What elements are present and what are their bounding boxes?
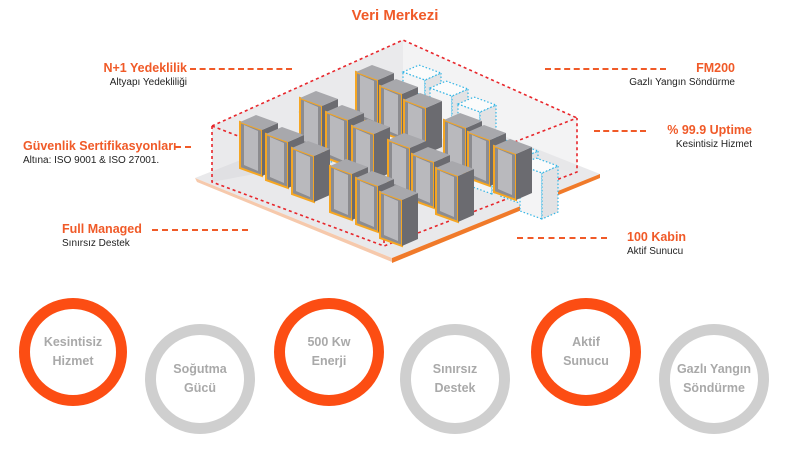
circle-energy: 500 Kw Enerji <box>274 298 384 406</box>
feature-subtext: Kesintisiz Hizmet <box>675 139 752 150</box>
floor-edge-left <box>195 178 392 262</box>
circle-fire-suppression: Gazlı Yangın Söndürme <box>659 324 769 434</box>
circle-unlimited-support: Sınırsız Destek <box>400 324 510 434</box>
feature-redundancy: N+1 Yedeklilik Altyapı Yedekliliği <box>103 61 187 89</box>
circle-label-line1: Sınırsız <box>432 362 478 376</box>
circle-label-line1: Kesintisiz <box>43 335 103 349</box>
feature-subtext: Altyapı Yedekliliği <box>109 77 187 88</box>
circle-label-line2: Destek <box>434 381 476 395</box>
feature-heading: Güvenlik Sertifikasyonları <box>23 139 177 153</box>
feature-fire-suppression: FM200 Gazlı Yangın Söndürme <box>629 61 735 89</box>
circle-label-line1: Aktif <box>572 335 600 349</box>
circle-active-server: Aktif Sunucu <box>531 298 641 406</box>
data-center-illustration <box>195 39 600 263</box>
feature-subtext: Altına: ISO 9001 & ISO 27001. <box>23 155 160 166</box>
feature-heading: N+1 Yedeklilik <box>103 61 187 75</box>
connector-line <box>594 130 646 132</box>
server-rack <box>403 93 442 156</box>
circle-cooling-power: Soğutma Gücü <box>145 324 255 434</box>
feature-subtext: Aktif Sunucu <box>627 246 684 257</box>
page-title: Veri Merkezi <box>351 7 439 24</box>
circle-label-line2: Sunucu <box>563 354 609 368</box>
server-rack <box>493 139 532 202</box>
circle-label-line1: 500 Kw <box>307 335 351 349</box>
feature-subtext: Gazlı Yangın Söndürme <box>629 77 735 88</box>
server-rack <box>379 185 418 248</box>
server-rack <box>351 119 390 182</box>
circle-label-line2: Hizmet <box>52 354 94 368</box>
feature-heading: % 99.9 Uptime <box>667 123 752 137</box>
circle-label-line2: Enerji <box>311 354 347 368</box>
feature-certifications: Güvenlik Sertifikasyonları Altına: ISO 9… <box>23 139 177 167</box>
circle-label-line1: Gazlı Yangın <box>676 362 752 376</box>
feature-managed: Full Managed Sınırsız Destek <box>62 222 142 250</box>
circle-uninterrupted-service: Kesintisiz Hizmet <box>19 298 127 406</box>
feature-heading: Full Managed <box>62 222 142 236</box>
server-rack <box>291 141 330 204</box>
circle-label-line1: Soğutma <box>173 362 227 376</box>
circle-label-line2: Söndürme <box>683 381 745 395</box>
connector-line <box>545 68 666 70</box>
feature-heading: 100 Kabin <box>627 230 687 244</box>
connector-line <box>175 146 191 148</box>
feature-cabinets: 100 Kabin Aktif Sunucu <box>627 230 686 258</box>
connector-line <box>152 229 248 231</box>
server-racks <box>239 64 560 248</box>
server-rack <box>435 161 474 224</box>
feature-subtext: Sınırsız Destek <box>62 238 130 249</box>
feature-uptime: % 99.9 Uptime Kesintisiz Hizmet <box>667 123 752 151</box>
connector-line <box>517 237 607 239</box>
circle-label-line2: Gücü <box>184 381 216 395</box>
connector-line <box>190 68 292 70</box>
feature-heading: FM200 <box>696 61 735 75</box>
